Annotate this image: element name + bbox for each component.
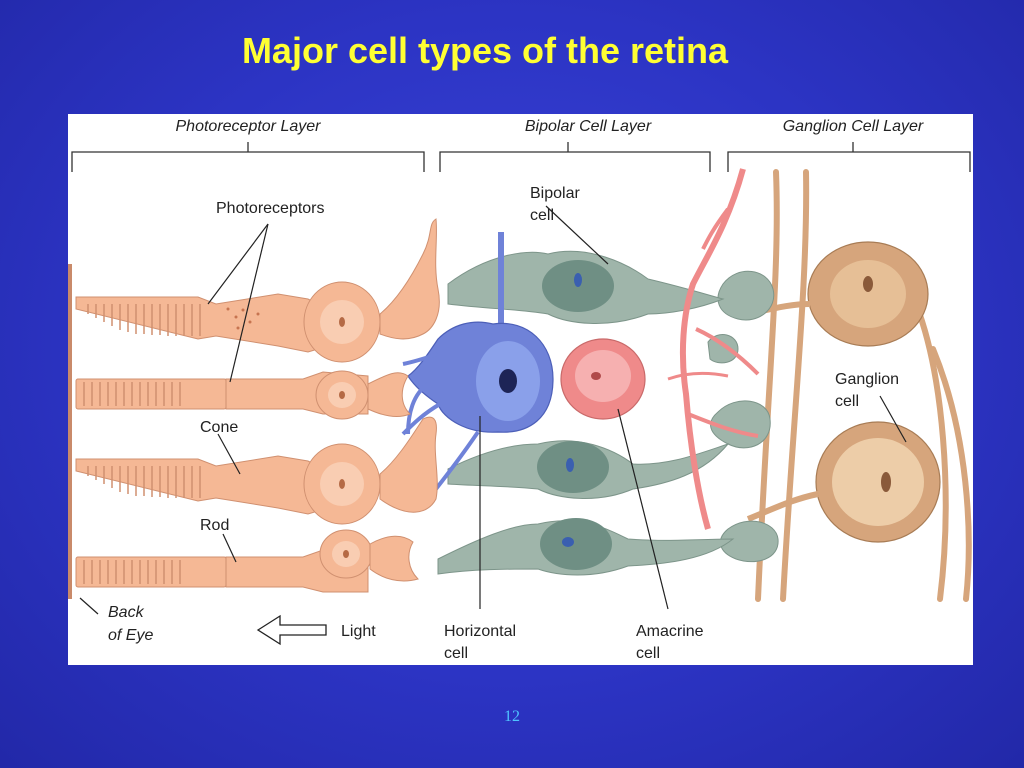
leader-lines bbox=[79, 205, 907, 615]
amacrine-cell-label-line1: Amacrine bbox=[636, 623, 704, 640]
photoreceptors-label: Photoreceptors bbox=[216, 200, 325, 217]
ganglion-cell-label-line1: Ganglion bbox=[835, 371, 899, 388]
slide-title: Major cell types of the retina bbox=[241, 30, 729, 71]
light-direction-arrow-icon bbox=[256, 614, 327, 646]
ganglion-layer-label: Ganglion Cell Layer bbox=[783, 118, 924, 135]
page-number: 12 bbox=[504, 708, 520, 725]
horizontal-cell-label-line1: Horizontal bbox=[444, 623, 516, 640]
synaptic-terminals bbox=[707, 270, 779, 563]
cone-label: Cone bbox=[200, 419, 238, 436]
horizontal-cell-label-line2: cell bbox=[444, 645, 468, 662]
back-of-eye-edge bbox=[68, 264, 72, 599]
back-of-eye-label-line1: Back bbox=[108, 604, 145, 621]
amacrine-cell bbox=[560, 168, 760, 530]
retina-diagram: Photoreceptor Layer Bipolar Cell Layer G… bbox=[68, 114, 973, 665]
amacrine-cell-label-line2: cell bbox=[636, 645, 660, 662]
ganglion-cell-label-line2: cell bbox=[835, 393, 859, 410]
bipolar-cell-label-line2: cell bbox=[530, 207, 554, 224]
bipolar-cells bbox=[437, 250, 735, 576]
bipolar-layer-label: Bipolar Cell Layer bbox=[525, 118, 652, 135]
photoreceptors bbox=[75, 218, 440, 593]
back-of-eye-label-line2: of Eye bbox=[108, 627, 153, 644]
bipolar-cell-label-line1: Bipolar bbox=[530, 185, 580, 202]
light-label: Light bbox=[341, 623, 376, 640]
rod-label: Rod bbox=[200, 517, 229, 534]
photoreceptor-layer-label: Photoreceptor Layer bbox=[176, 118, 322, 135]
layer-brackets bbox=[71, 142, 971, 172]
